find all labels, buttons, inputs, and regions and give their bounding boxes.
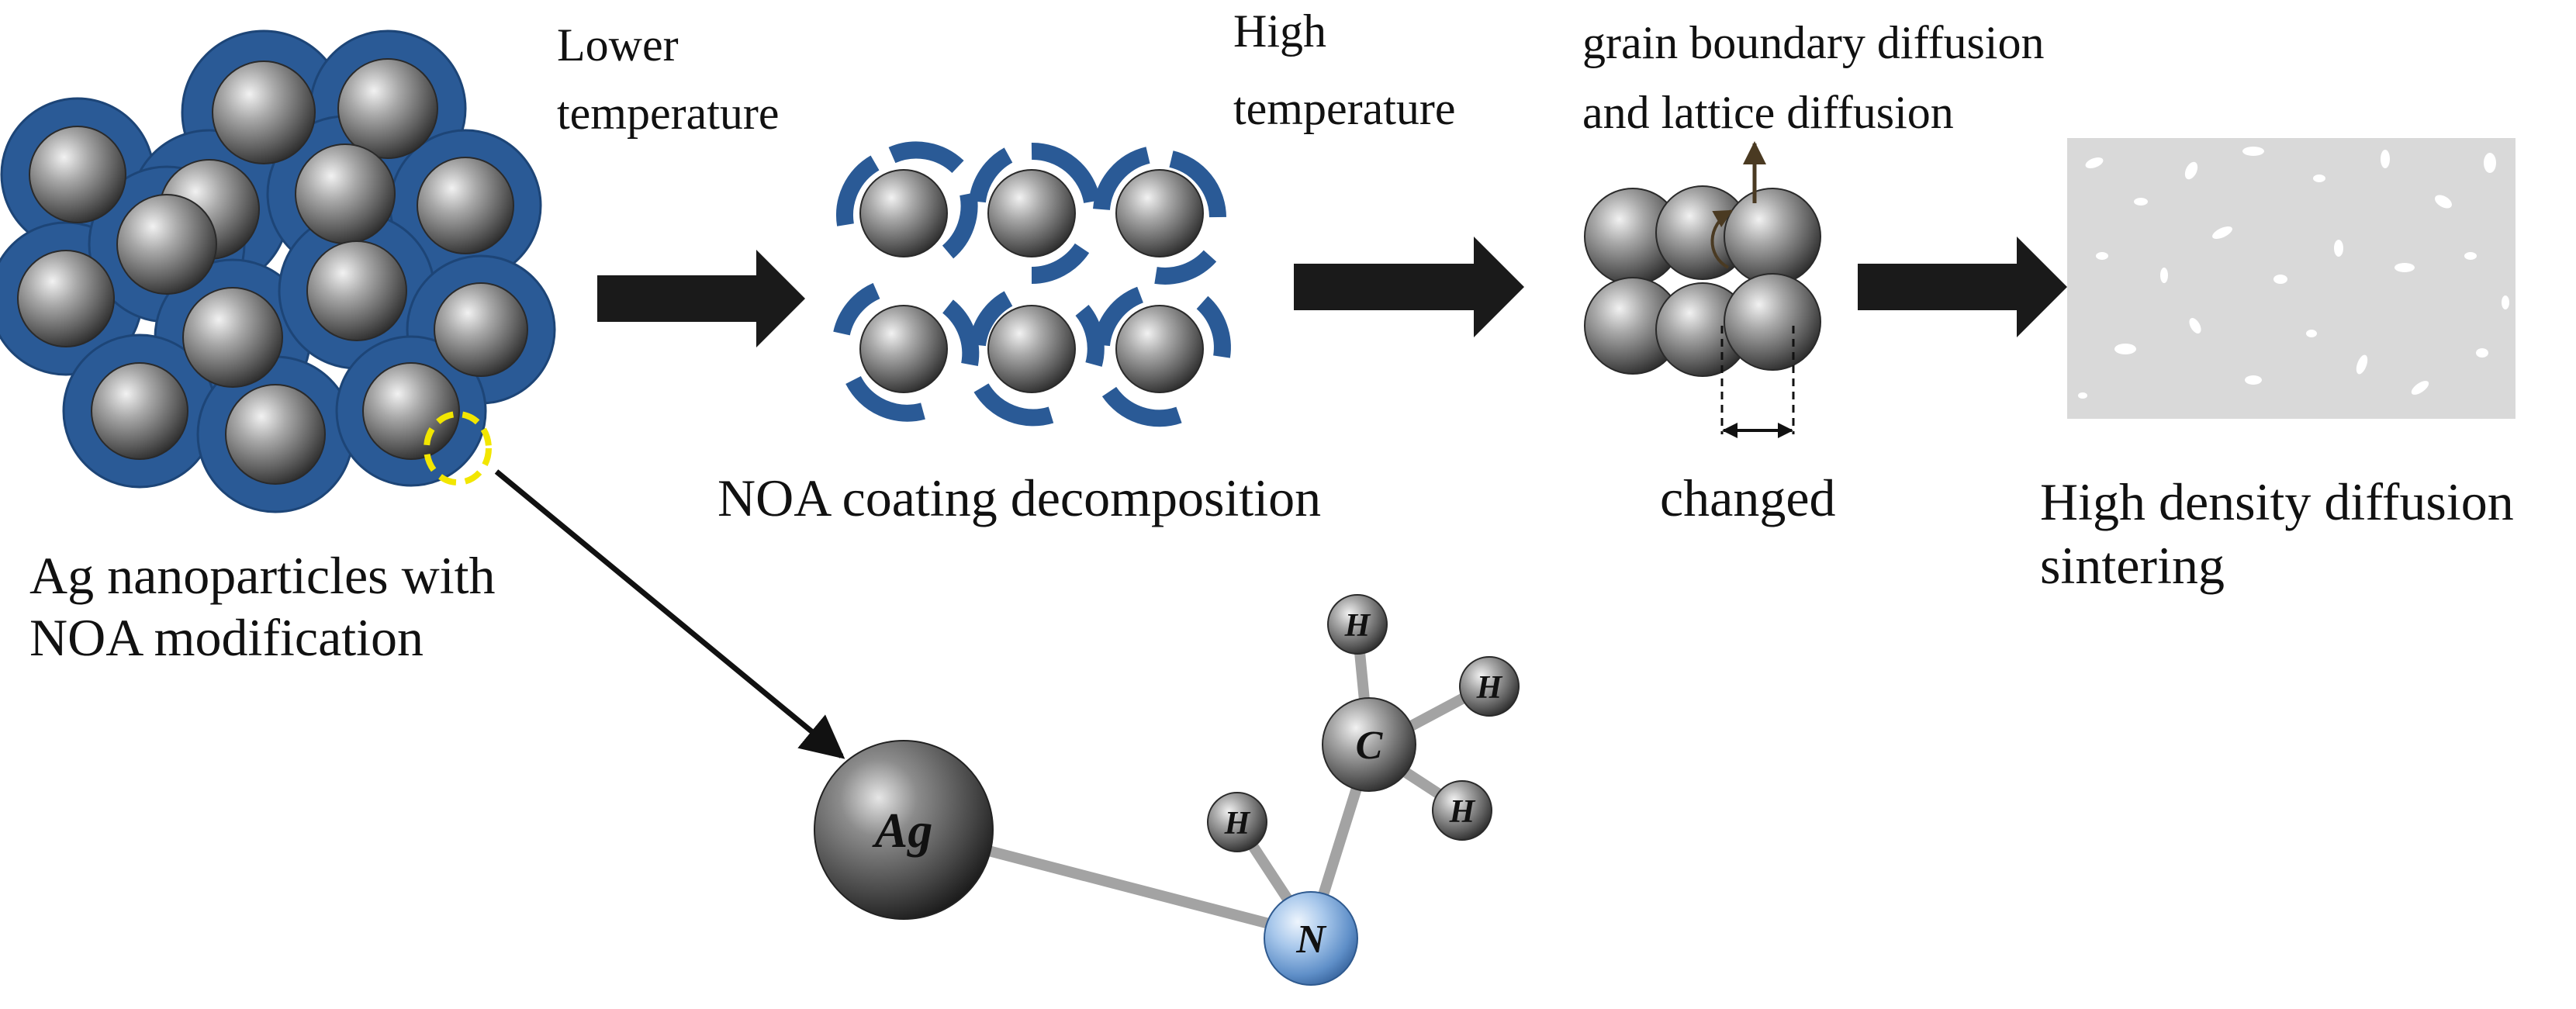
process-arrow-1 <box>597 250 805 347</box>
ag-atom: Ag <box>814 740 994 920</box>
ag-sphere <box>814 740 994 920</box>
diffusion-curve-arrow <box>1710 209 1734 269</box>
arrow2-label-line2: temperature <box>1233 83 1456 134</box>
arrow-shape <box>597 250 805 347</box>
silver-nanoparticles <box>17 58 528 485</box>
silver-nanoparticles <box>859 169 1204 393</box>
ag-atom-label: Ag <box>872 803 933 858</box>
carbon-sphere <box>1322 697 1416 792</box>
hydrogen-atom-on-nitrogen: H <box>1207 792 1267 852</box>
stage2-caption: NOA coating decomposition <box>717 468 1321 527</box>
hydrogen-sphere <box>1432 780 1492 841</box>
stage3-caption: changed <box>1660 468 1836 527</box>
hydrogen-atom-top: H <box>1327 594 1388 655</box>
arrow-shape <box>1294 237 1524 337</box>
nitrogen-atom: N <box>1264 891 1358 986</box>
hydrogen-atom-lower-right: H <box>1432 780 1492 841</box>
carbon-atom-label: C <box>1356 724 1384 768</box>
hydrogen-atom-right: H <box>1459 656 1520 717</box>
hydrogen-atom-label: H <box>1476 670 1503 706</box>
process-arrow-3 <box>1858 237 2067 337</box>
zoom-arrow <box>494 469 845 759</box>
arrow1-label-line2: temperature <box>557 88 780 139</box>
hydrogen-atom-label: H <box>1224 806 1251 841</box>
hydrogen-sphere <box>1207 792 1267 852</box>
nitrogen-atom-label: N <box>1295 917 1327 962</box>
stage3-label-line2: and lattice diffusion <box>1582 87 1954 138</box>
stage1-caption-line1: Ag nanoparticles with <box>29 546 496 605</box>
carbon-atom: C <box>1322 697 1416 792</box>
stage4-caption-line1: High density diffusion <box>2040 472 2514 531</box>
silver-nanoparticles <box>1584 185 1821 377</box>
sintered-particle-group <box>1584 141 1821 438</box>
arrow2-label-line1: High <box>1233 5 1326 57</box>
hydrogen-atom-label: H <box>1449 794 1476 830</box>
coated-nanoparticle-cluster <box>0 29 556 513</box>
noa-molecule-model: Ag N C H H H H <box>814 594 1520 986</box>
decomposing-particles <box>833 141 1231 427</box>
hydrogen-atom-label: H <box>1344 608 1371 644</box>
process-arrow-2 <box>1294 237 1524 337</box>
stage4-caption-line2: sintering <box>2040 536 2225 595</box>
broken-coating-arcs <box>833 141 1231 427</box>
residual-pores <box>2078 147 2509 399</box>
stage1-caption-line2: NOA modification <box>29 608 424 667</box>
molecular-bonds <box>918 623 1491 940</box>
arrow1-label-line1: Lower <box>557 19 679 71</box>
arrow-shape <box>1858 237 2067 337</box>
hydrogen-sphere <box>1327 594 1388 655</box>
nitrogen-sphere <box>1264 891 1358 986</box>
stage3-label-line1: grain boundary diffusion <box>1582 17 2044 68</box>
dense-sintered-structure <box>2067 138 2515 419</box>
sinter-background <box>2067 138 2515 419</box>
hydrogen-sphere <box>1459 656 1520 717</box>
highlight-ellipse <box>424 411 492 485</box>
